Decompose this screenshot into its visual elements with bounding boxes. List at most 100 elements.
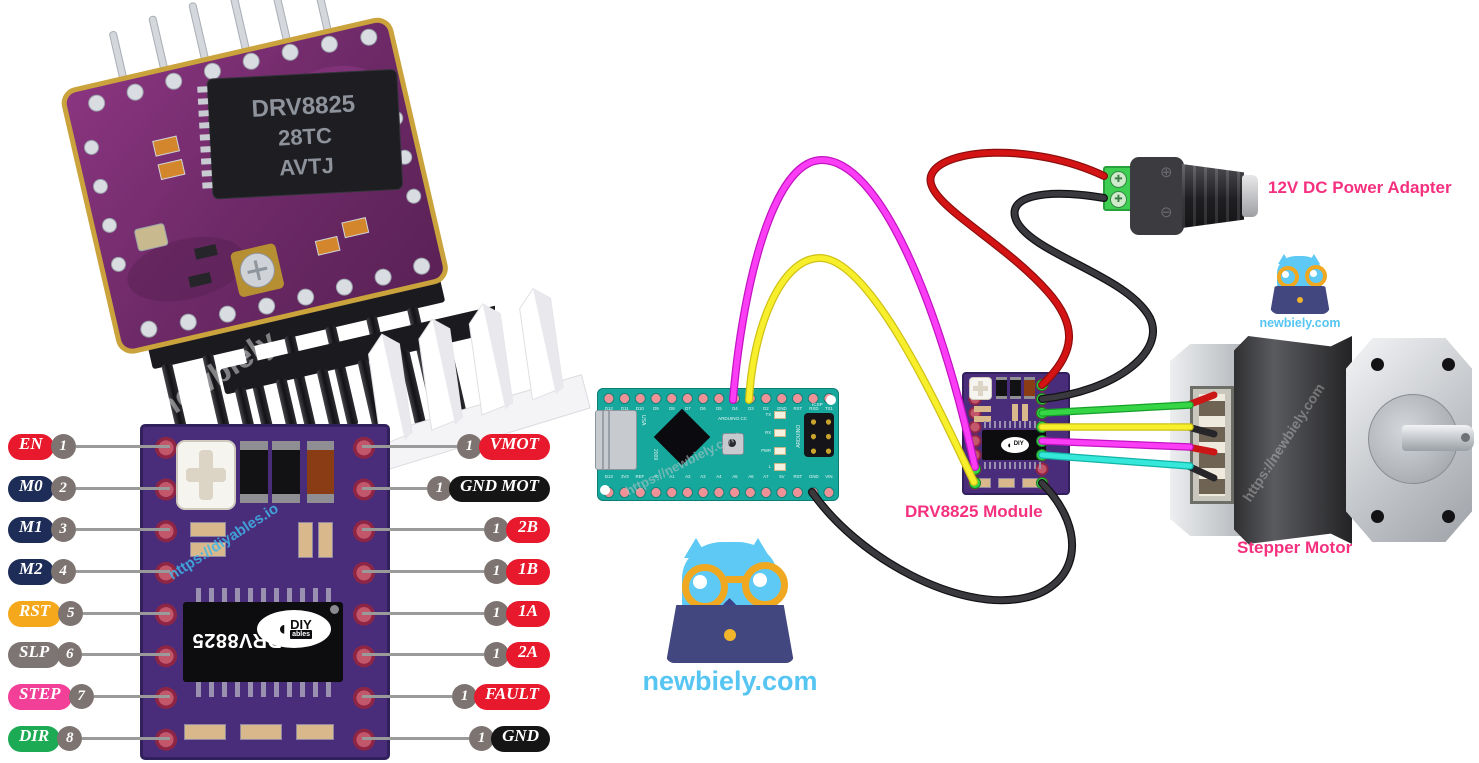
newbiely-text: newbiely.com — [1259, 316, 1341, 330]
nano-pin-label: VIN — [825, 474, 833, 479]
nano-pin-label: D3 — [747, 406, 754, 411]
leader-line — [75, 487, 170, 490]
module-chip: ◖ DIY — [982, 430, 1046, 460]
nano-pin-label: D9 — [653, 406, 659, 411]
pin-row-1a: 1 1A — [362, 600, 550, 627]
pinout-right-pads — [346, 427, 382, 761]
resistor-icon — [318, 522, 333, 558]
pin-row-2b: 1 2B — [362, 516, 550, 543]
module-resistor — [1022, 404, 1028, 421]
bolt-icon — [1371, 358, 1384, 371]
usb-port — [595, 410, 637, 470]
pin-number: 2 — [50, 476, 76, 501]
pin-pill: VMOT — [478, 433, 550, 460]
pin-row-2a: 1 2A — [362, 641, 550, 668]
resistor-icon — [190, 542, 226, 557]
owl-eye — [693, 575, 707, 589]
module-ic-pins — [984, 421, 1044, 428]
pin-number: 6 — [57, 642, 83, 667]
pin-row-fault: 1 FAULT — [362, 683, 550, 710]
pin-pill: 2A — [506, 641, 550, 668]
owl-glasses-icon — [1277, 266, 1299, 288]
pin-pill: 2B — [506, 516, 550, 543]
adapter-body: ⊕ ⊖ — [1130, 157, 1184, 235]
capacitor-icon — [240, 441, 268, 503]
solder-pad — [296, 724, 334, 740]
connector-slots — [1199, 394, 1225, 496]
pin-number: 4 — [50, 559, 76, 584]
pin-row-dir: DIR 8 — [8, 725, 170, 752]
owl-glasses-icon — [1305, 265, 1327, 287]
leader-line — [362, 570, 484, 573]
chip-dot-icon — [330, 605, 339, 614]
nano-pin-label: D12 — [604, 406, 613, 411]
leader-line — [362, 737, 470, 740]
photo-chip-line3: AVTJ — [279, 153, 335, 181]
nano-pin-label: REF — [635, 474, 645, 479]
module-capacitor — [1024, 377, 1035, 399]
ic-pins — [196, 588, 334, 603]
pin-number: 1 — [456, 434, 482, 459]
power-adapter-label: 12V DC Power Adapter — [1268, 178, 1452, 197]
diyables-text: DIY — [290, 616, 312, 632]
pin-pill: STEP — [8, 683, 72, 710]
pin-number: 1 — [50, 434, 76, 459]
motor-connector — [1190, 386, 1234, 504]
capacitor-icon — [307, 441, 334, 503]
photo-trimpot — [230, 243, 284, 297]
leader-line — [75, 570, 170, 573]
bolt-icon — [1371, 510, 1384, 523]
diyables-glyph-icon: ◖ — [1006, 439, 1012, 450]
owl-eye — [1310, 270, 1317, 277]
pin-row-m0: M0 2 — [8, 475, 170, 502]
bolt-icon — [1442, 358, 1455, 371]
nano-2009-text: 2009 — [652, 449, 658, 461]
nano-pin-label: D10 — [636, 406, 645, 411]
nano-pin-label: D7 — [684, 406, 691, 411]
module-pad — [1022, 478, 1039, 488]
icsp-header — [804, 413, 834, 457]
stepper-motor-label: Stepper Motor — [1237, 538, 1353, 557]
owl-eye — [1282, 271, 1289, 278]
nano-bottom-pads — [601, 486, 837, 499]
nano-pin-label: A6 — [747, 474, 754, 479]
pin-row-en: EN 1 — [8, 433, 170, 460]
photo-chip-line2: 28TC — [277, 123, 332, 151]
pin-pill: 1B — [506, 558, 550, 585]
adapter-barrel — [1182, 164, 1244, 228]
newbiely-text: newbiely.com — [642, 666, 818, 696]
pin-number: 1 — [484, 642, 509, 667]
pin-row-step: STEP 7 — [8, 683, 170, 710]
leader-line — [362, 445, 457, 448]
ic-pins — [196, 682, 334, 697]
plus-symbol: ⊕ — [1160, 164, 1173, 181]
pin-number: 1 — [484, 601, 509, 626]
owl-eye — [753, 573, 767, 587]
leader-line — [75, 445, 170, 448]
adapter-tip — [1242, 175, 1258, 217]
pin-number: 1 — [427, 476, 453, 501]
diyables-glyph-icon: ◖ — [276, 618, 289, 640]
module-ic-pins — [984, 462, 1044, 469]
pin-row-vmot: 1 VMOT — [362, 433, 550, 460]
nano-pin-label: 5V — [779, 474, 785, 479]
nano-pin-label: D8 — [669, 406, 675, 411]
solder-pad — [240, 724, 282, 740]
leader-line — [362, 528, 484, 531]
pwr-led — [774, 447, 786, 455]
diyables-logo-icon: ◖ DIY — [1001, 437, 1029, 453]
module-resistor — [1012, 404, 1018, 421]
nano-brand-text: ARDUINO.CC — [718, 416, 748, 421]
nano-pin-label: 3V3 — [620, 474, 629, 479]
leader-line — [75, 528, 170, 531]
pin-row-m2: M2 4 — [8, 558, 170, 585]
pin-number: 1 — [484, 517, 509, 542]
newbiely-logo-small-icon: newbiely.com — [1250, 252, 1355, 334]
module-resistor — [974, 416, 991, 422]
bolt-icon — [1442, 510, 1455, 523]
pin-pill: 1A — [506, 600, 550, 627]
nano-pin-label: A5 — [732, 474, 738, 479]
pin-pill: RST — [8, 600, 62, 627]
drv8825-chip: DRV8825 ◖ DIY ables — [183, 602, 343, 682]
